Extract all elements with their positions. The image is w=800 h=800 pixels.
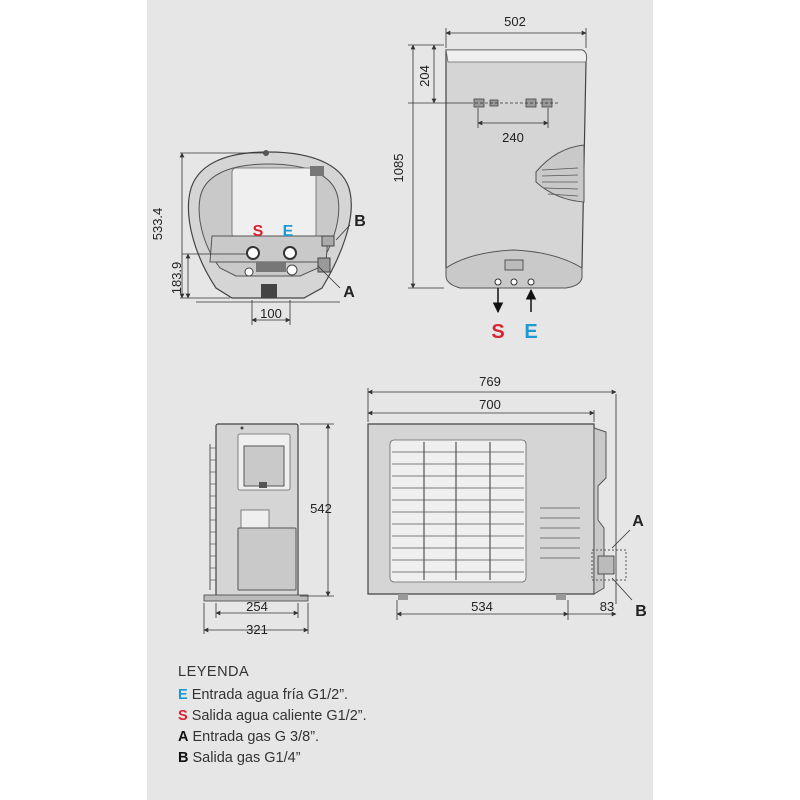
legend-text-a: Entrada gas G 3/8”. [188,729,320,745]
marker-b-unit: B [635,603,647,620]
dim-top-view-connection: 183.9 [169,262,184,295]
unit-front-view: 769 700 534 83 A B [367,374,647,620]
legend-text-e: Entrada agua fría G1/2”. [187,687,349,703]
legend-title: LEYENDA [178,664,250,680]
unit-side-view: 542 254 321 [203,423,334,637]
legend-item-e: E Entrada agua fría G1/2”. [178,685,367,706]
marker-s-top: S [253,223,264,240]
marker-a-unit: A [632,513,644,530]
legend-key-b: B [178,750,189,766]
dim-tank-height: 1085 [391,154,406,183]
dim-side-inner-width: 254 [246,599,268,614]
dim-tank-connector-spacing: 240 [502,130,524,145]
legend-item-s: S Salida agua caliente G1/2”. [178,706,367,727]
legend-key-e: E [178,687,188,703]
dim-front-body-width: 700 [479,397,501,412]
marker-s-tank: S [491,321,504,343]
dim-side-outer-width: 321 [246,622,268,637]
tank-front-view: 502 204 240 1085 S E [391,14,588,343]
marker-b-top: B [354,213,366,230]
dim-top-view-base: 100 [260,306,282,321]
dim-front-valve-offset: 83 [600,599,614,614]
legend-key-s: S [178,708,188,724]
top-view: 533.4 183.9 100 S E B A [150,150,366,325]
dim-tank-top-offset: 204 [417,65,432,87]
dim-side-height: 542 [310,501,332,516]
dim-tank-width: 502 [504,14,526,29]
legend-key-a: A [178,729,189,745]
dim-top-view-depth: 533.4 [150,208,165,241]
legend-item-a: A Entrada gas G 3/8”. [178,727,367,748]
marker-a-top: A [343,284,355,301]
legend: LEYENDA E Entrada agua fría G1/2”. S Sal… [178,662,367,769]
marker-e-top: E [283,223,294,240]
marker-e-tank: E [524,321,537,343]
legend-text-s: Salida agua caliente G1/2”. [187,708,367,724]
dim-front-feet-spacing: 534 [471,599,493,614]
legend-text-b: Salida gas G1/4” [188,750,301,766]
legend-item-b: B Salida gas G1/4” [178,748,367,769]
dim-front-total-width: 769 [479,374,501,389]
